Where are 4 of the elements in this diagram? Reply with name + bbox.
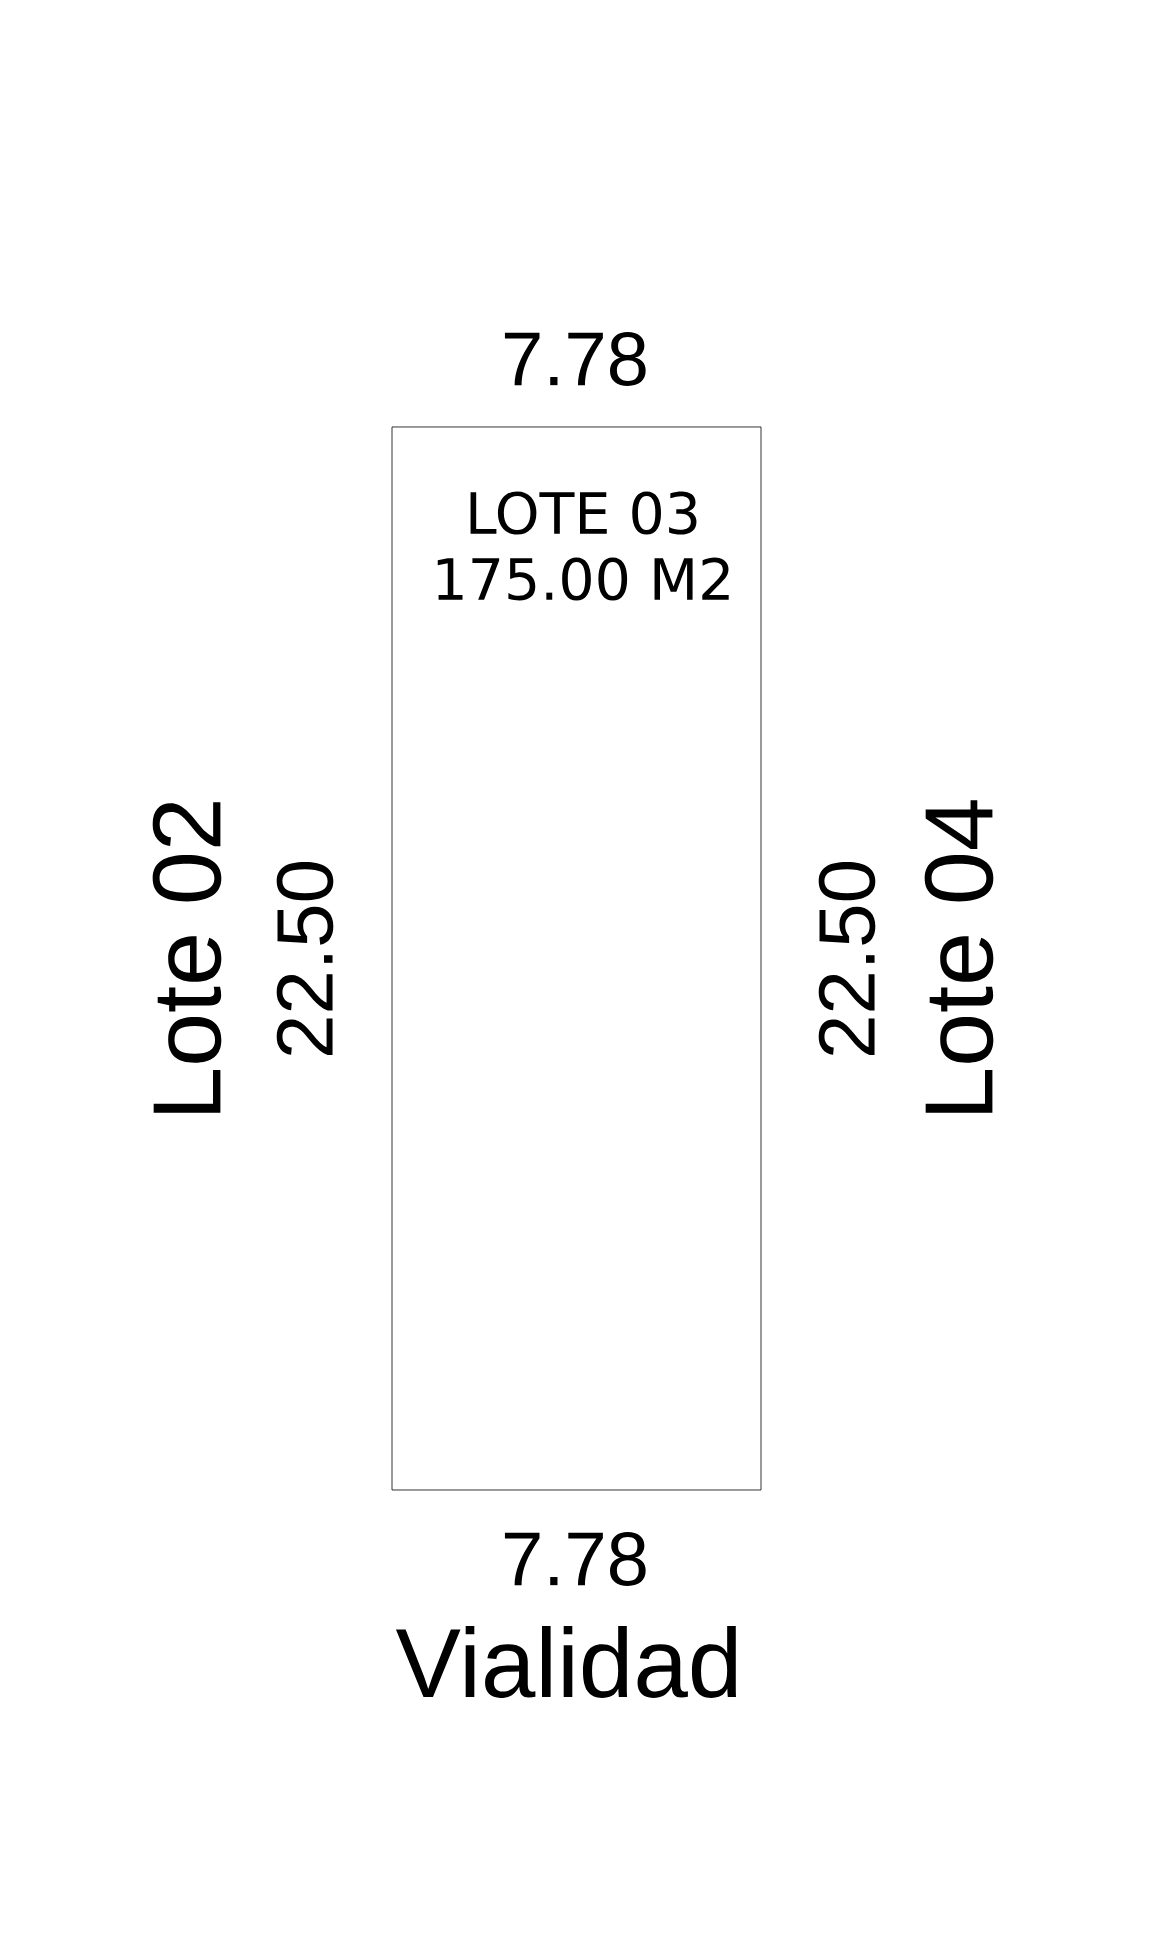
lot-outline: LOTE 03 175.00 M2 — [391, 426, 762, 1491]
street-label: Vialidad — [395, 1626, 737, 1698]
neighbor-lot-label: Lote 04 — [924, 800, 994, 1113]
neighbor-lot-label: Lote 02 — [152, 802, 222, 1113]
